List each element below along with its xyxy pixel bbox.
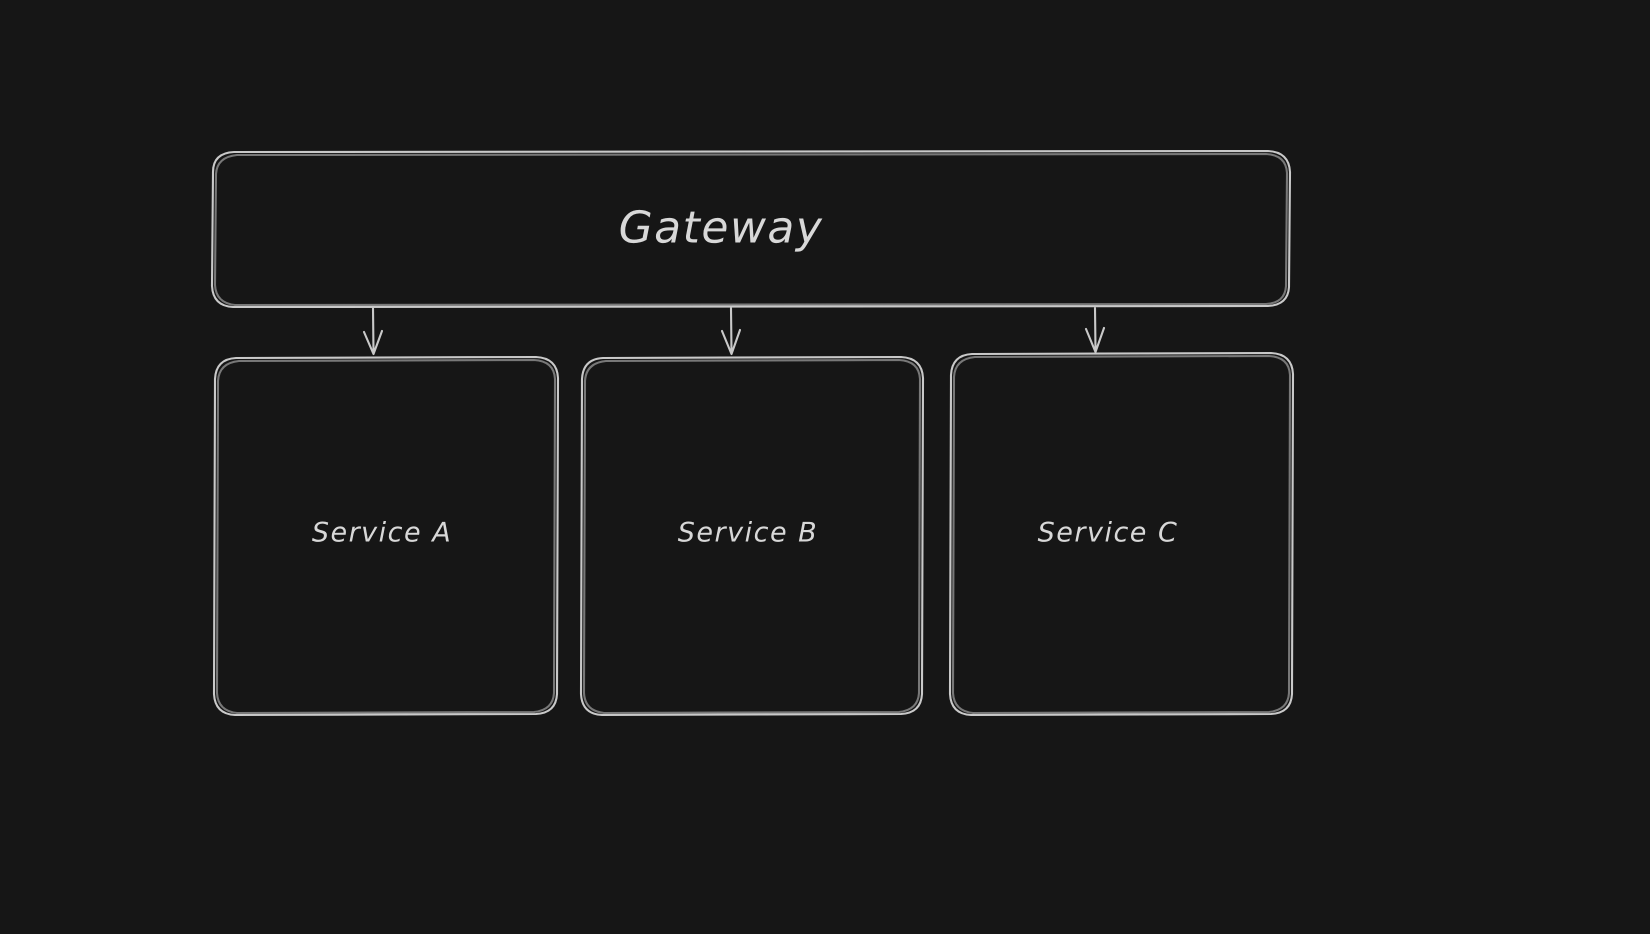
edge-gateway-service-a: [362, 306, 384, 356]
edge-gateway-service-b: [720, 306, 742, 356]
node-shape-gateway: [210, 149, 1292, 309]
edge-gateway-service-c: [1084, 306, 1106, 354]
node-shape-service-b: [579, 355, 925, 717]
node-shape-service-a: [212, 355, 560, 717]
node-shape-service-c: [948, 351, 1295, 717]
